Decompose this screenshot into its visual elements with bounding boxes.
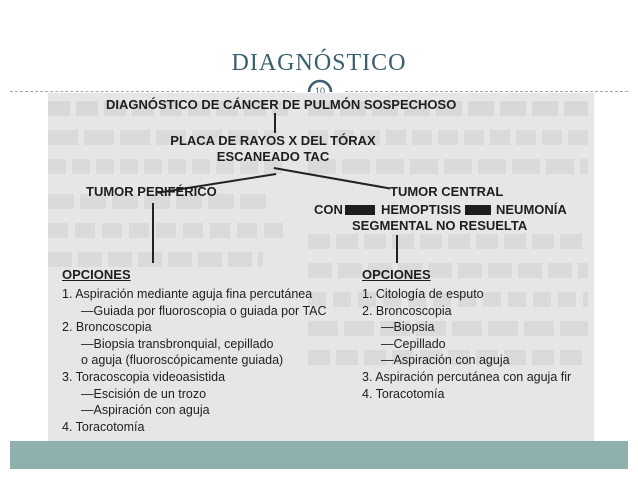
list-item: 4. Toracotomía bbox=[62, 419, 145, 434]
central-subtitle-line2: SEGMENTAL NO RESUELTA bbox=[352, 218, 528, 233]
footer-bar bbox=[10, 441, 628, 469]
peripheral-tumor-node: TUMOR PERIFÉRICO bbox=[86, 184, 217, 199]
ornament-arc-icon bbox=[307, 79, 333, 93]
list-item: —Guiada por fluoroscopia o guiada por TA… bbox=[81, 303, 327, 318]
central-options-header: OPCIONES bbox=[362, 267, 431, 282]
peripheral-options-header: OPCIONES bbox=[62, 267, 131, 282]
title-divider-left bbox=[10, 91, 295, 92]
root-node: DIAGNÓSTICO DE CÁNCER DE PULMÓN SOSPECHO… bbox=[106, 97, 457, 112]
scanned-flowchart: DIAGNÓSTICO DE CÁNCER DE PULMÓN SOSPECHO… bbox=[48, 93, 594, 441]
list-item: 4. Toracotomía bbox=[362, 386, 445, 401]
list-item: 1. Aspiración mediante aguja fina percut… bbox=[62, 287, 313, 301]
central-tumor-node: TUMOR CENTRAL bbox=[390, 184, 504, 199]
list-item: 3. Toracoscopia videoasistida bbox=[62, 369, 226, 384]
redaction-block bbox=[465, 205, 491, 215]
list-item: 2. Broncoscopia bbox=[362, 303, 452, 318]
redaction-block bbox=[345, 205, 375, 215]
central-con-label: CON bbox=[314, 202, 343, 217]
list-item: 1. Citología de esputo bbox=[362, 287, 484, 301]
imaging-node-line1: PLACA DE RAYOS X DEL TÓRAX bbox=[170, 133, 376, 148]
list-item: o aguja (fluoroscópicamente guiada) bbox=[81, 353, 284, 368]
page-number: 10 bbox=[314, 86, 325, 96]
list-item: —Aspiración con aguja bbox=[81, 403, 210, 418]
list-item: —Biopsia bbox=[381, 320, 435, 335]
peripheral-options-list: 1. Aspiración mediante aguja fina percut… bbox=[62, 286, 327, 435]
central-hemoptisis-label: HEMOPTISIS bbox=[381, 202, 462, 217]
slide-title: DIAGNÓSTICO bbox=[231, 50, 407, 76]
connector-central-options bbox=[396, 235, 398, 263]
central-options-list: 1. Citología de esputo 2. Broncoscopia —… bbox=[362, 286, 571, 402]
list-item: —Aspiración con aguja bbox=[381, 353, 510, 368]
connector-peripheral-options bbox=[152, 203, 154, 263]
imaging-node-line2: ESCANEADO TAC bbox=[216, 149, 330, 164]
list-item: —Escisión de un trozo bbox=[81, 386, 207, 401]
list-item: —Biopsia transbronquial, cepillado bbox=[81, 336, 274, 351]
central-neumonia-label: NEUMONÍA bbox=[496, 202, 567, 217]
connector-root-imaging bbox=[274, 113, 276, 133]
list-item: —Cepillado bbox=[381, 336, 446, 351]
list-item: 3. Aspiración percutánea con aguja fir bbox=[362, 369, 572, 384]
title-divider-right bbox=[345, 91, 628, 92]
background-bleed-text-right bbox=[308, 93, 588, 365]
background-bleed-text-left bbox=[48, 93, 288, 267]
list-item: 2. Broncoscopia bbox=[62, 320, 152, 335]
